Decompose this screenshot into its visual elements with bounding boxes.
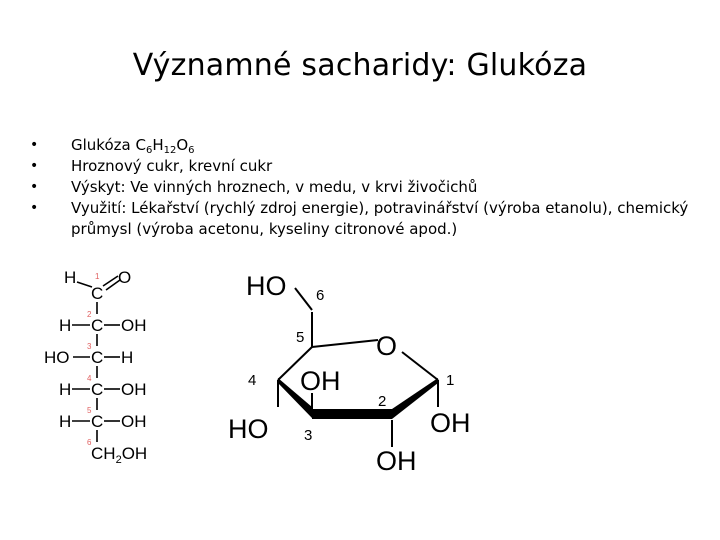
bullet-list: Glukóza C6H12O6 Hroznový cukr, krevní cu… [30, 135, 690, 240]
fischer-ho3: HO [44, 348, 70, 367]
fischer-c5: C [91, 412, 103, 431]
haworth-oh1: OH [430, 408, 471, 438]
fischer-c6: CH2OH [91, 444, 147, 466]
fischer-oh5: OH [121, 412, 147, 431]
haworth-bond-c6 [294, 287, 313, 311]
fischer-num-1: 1 [95, 272, 100, 281]
haworth-oh2: OH [376, 446, 417, 476]
fischer-h5: H [59, 412, 71, 431]
bullet-names: Hroznový cukr, krevní cukr [30, 156, 690, 177]
fischer-top-h: H [64, 268, 76, 287]
haworth-ho4: HO [228, 414, 269, 444]
haworth-wedge-c2-c1 [392, 378, 438, 419]
fischer-num-5: 5 [87, 406, 92, 415]
fischer-c3: C [91, 348, 103, 367]
fischer-bond-h1 [76, 281, 93, 288]
fischer-bond-o1b [105, 279, 121, 291]
haworth-ring-c5-c4 [277, 346, 313, 381]
haworth-ring-o-c5 [311, 339, 379, 348]
haworth-num-6: 6 [316, 287, 324, 304]
fischer-h3: H [121, 348, 133, 367]
haworth-num-2: 2 [378, 393, 386, 410]
haworth-projection: HO 6 5 O 4 OH 1 2 HO 3 OH OH [228, 271, 471, 476]
fischer-h4: H [59, 380, 71, 399]
bullet-usage: Využití: Lékařství (rychlý zdroj energie… [30, 198, 690, 240]
bullet-formula: Glukóza C6H12O6 [30, 135, 690, 156]
haworth-num-5: 5 [296, 329, 304, 346]
fischer-oh2: OH [121, 316, 147, 335]
fischer-oh4: OH [121, 380, 147, 399]
haworth-num-3: 3 [304, 427, 312, 444]
fischer-projection: H C O H C OH HO C H H C OH H C OH CH2OH … [44, 268, 147, 466]
fischer-c1: C [91, 284, 103, 303]
haworth-wedge-c4-c3 [278, 378, 312, 418]
fischer-bond-o1a [102, 275, 119, 287]
fischer-num-2: 2 [87, 310, 92, 319]
haworth-wedge-c3-c2 [312, 409, 392, 419]
fischer-h2: H [59, 316, 71, 335]
haworth-ring-o-c1 [401, 351, 439, 381]
fischer-num-3: 3 [87, 342, 92, 351]
fischer-top-o: O [118, 268, 131, 287]
fischer-c4: C [91, 380, 103, 399]
haworth-ring-o: O [376, 331, 397, 361]
haworth-ho6: HO [246, 271, 287, 301]
haworth-oh-inner: OH [300, 366, 341, 396]
haworth-num-4: 4 [248, 372, 256, 389]
fischer-num-4: 4 [87, 374, 92, 383]
slide-title: Významné sacharidy: Glukóza [132, 48, 588, 83]
fischer-c2: C [91, 316, 103, 335]
haworth-num-1: 1 [446, 372, 454, 389]
bullet-occurrence: Výskyt: Ve vinných hroznech, v medu, v k… [30, 177, 690, 198]
fischer-num-6: 6 [87, 438, 92, 447]
